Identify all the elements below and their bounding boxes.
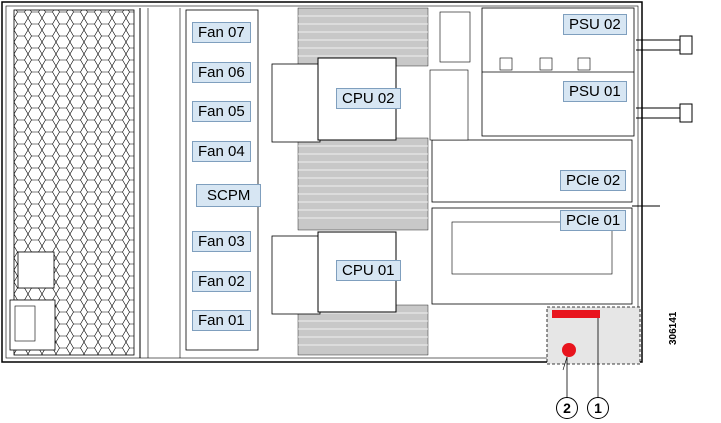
psu-02-label: PSU 02 — [563, 14, 627, 35]
fan-01-label: Fan 01 — [192, 310, 251, 331]
fan-04-label: Fan 04 — [192, 141, 251, 162]
cpu-02-label: CPU 02 — [336, 88, 401, 109]
callout-2: 2 — [556, 397, 578, 419]
callout-1: 1 — [587, 397, 609, 419]
cpu-01-label: CPU 01 — [336, 260, 401, 281]
fan-05-label: Fan 05 — [192, 101, 251, 122]
fan-03-label: Fan 03 — [192, 231, 251, 252]
document-number: 306141 — [668, 311, 679, 345]
fan-02-label: Fan 02 — [192, 271, 251, 292]
fan-06-label: Fan 06 — [192, 62, 251, 83]
psu-01-label: PSU 01 — [563, 81, 627, 102]
scpm-label: SCPM — [196, 184, 262, 207]
pcie-02-label: PCIe 02 — [560, 170, 627, 191]
fan-07-label: Fan 07 — [192, 22, 251, 43]
pcie-01-label: PCIe 01 — [560, 210, 627, 231]
